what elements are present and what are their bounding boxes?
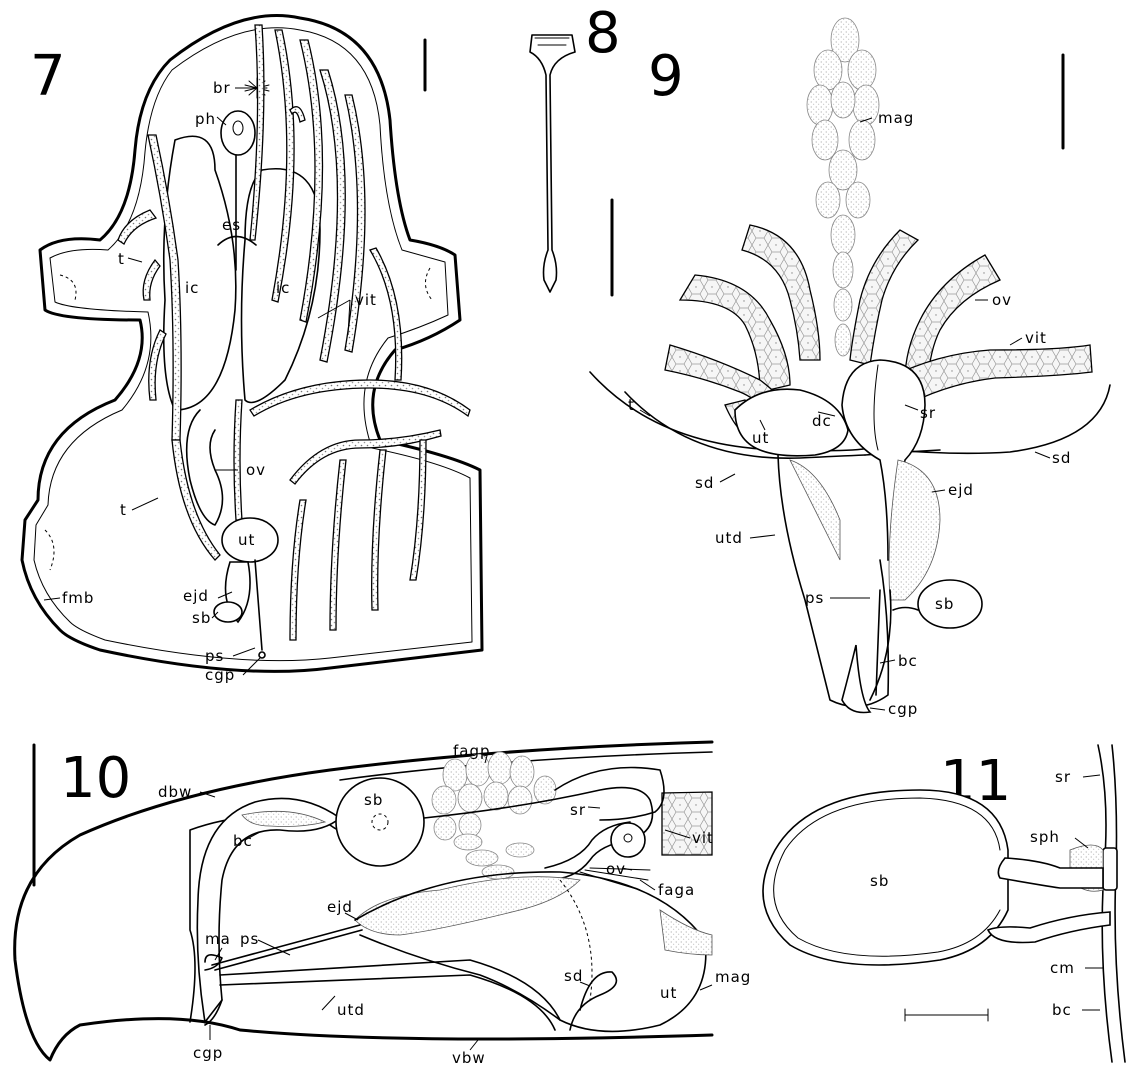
fig11-label-sr: sr (1055, 768, 1071, 786)
fig9-label-bc: bc (898, 652, 918, 670)
fig10-bursal-canal (197, 798, 340, 1022)
fig9-label-t: t (628, 396, 635, 414)
fig7-label-sb: sb (192, 609, 211, 627)
fig9-label-ejd: ejd (948, 481, 974, 499)
fig7-genital-pore (259, 652, 265, 658)
fig11-label-bc: bc (1052, 1001, 1072, 1019)
fig10-ovary (611, 823, 645, 857)
fig10-mag-ducts (660, 910, 712, 955)
fig10-uterine-duct-lower (220, 975, 555, 1030)
fig7-label-t-upper: t (118, 250, 125, 268)
fig9-label-ps: ps (805, 589, 824, 607)
fig9-label-cgp: cgp (888, 700, 918, 718)
fig7-label-br: br (213, 79, 231, 97)
fig10-label-sr: sr (570, 801, 586, 819)
figure-7: 7 (22, 16, 482, 684)
fig10-label-sb: sb (364, 791, 383, 809)
fig7-label-fmb: fmb (62, 589, 94, 607)
fig7-right-notch (425, 268, 432, 300)
figure-11: 11 sr sph sb cm bc (763, 745, 1125, 1062)
fig9-uterine-duct (778, 455, 888, 706)
fig7-ovary (234, 400, 242, 520)
fig7-pharynx (221, 111, 255, 155)
fig10-ejaculatory-duct (355, 877, 580, 935)
fig11-sphincter (1103, 848, 1117, 890)
figure-8-number: 8 (585, 1, 621, 66)
fig11-label-sph: sph (1030, 828, 1060, 846)
fig10-penis-stylet (212, 925, 360, 965)
fig9-label-ut: ut (752, 429, 769, 447)
fig7-label-ph: ph (195, 110, 216, 128)
fig11-canal-wall-left (1098, 745, 1112, 1062)
fig9-label-sb: sb (935, 595, 954, 613)
fig7-label-ic-left: ic (185, 279, 199, 297)
fig8-stylet (530, 35, 575, 292)
fig10-label-sd: sd (564, 967, 583, 985)
fig9-bursa-stalk (893, 608, 918, 611)
fig7-label-ut: ut (238, 531, 255, 549)
fig9-genital-atrium (842, 645, 870, 713)
fig9-label-sd-left: sd (695, 474, 714, 492)
fig11-label-sb: sb (870, 872, 889, 890)
fig9-label-dc: dc (812, 412, 832, 430)
figure-9-number: 9 (648, 44, 684, 109)
fig7-label-ov: ov (246, 461, 266, 479)
fig10-label-mag: mag (715, 968, 751, 986)
fig9-label-sd-right: sd (1052, 449, 1071, 467)
fig10-penis-stylet-edge (215, 930, 362, 970)
fig10-label-vit: vit (692, 829, 714, 847)
figure-10-number: 10 (60, 746, 131, 811)
fig11-label-cm: cm (1050, 959, 1075, 977)
fig11-bursal-duct-lower (988, 912, 1110, 943)
fig10-label-fagp: fagp (453, 742, 491, 760)
fig9-uterine-duct-glands (790, 460, 840, 560)
fig10-label-bc: bc (233, 832, 253, 850)
fig10-label-faga: faga (658, 881, 695, 899)
fig7-label-ejd: ejd (183, 587, 209, 605)
fig10-label-vbw: vbw (452, 1049, 486, 1067)
fig7-lower-notch (45, 530, 54, 570)
fig10-label-ut: ut (660, 984, 677, 1002)
figure-10: 10 (15, 742, 752, 1067)
fig7-left-notch (60, 275, 76, 300)
fig7-testes (118, 135, 220, 560)
fig7-label-t-lower: t (120, 501, 127, 519)
fig10-label-utd: utd (337, 1001, 365, 1019)
fig7-label-cgp: cgp (205, 666, 235, 684)
fig9-label-mag: mag (878, 109, 914, 127)
fig11-leader-lines (1075, 775, 1103, 1010)
fig9-label-utd: utd (715, 529, 743, 547)
fig7-label-vit: vit (355, 291, 377, 309)
fig9-ejaculatory-duct (889, 460, 940, 600)
figure-9: 9 (590, 18, 1110, 718)
fig7-label-es: es (222, 216, 241, 234)
figure-7-number: 7 (30, 44, 66, 109)
fig11-canal-wall-right (1112, 745, 1125, 1062)
figure-8: 8 (530, 1, 621, 295)
fig10-label-dbw: dbw (158, 783, 192, 801)
fig10-label-ejd: ejd (327, 898, 353, 916)
fig10-female-glands-posterior (432, 752, 556, 840)
fig9-label-ov: ov (992, 291, 1012, 309)
fig7-penis-stylet (255, 560, 262, 650)
fig9-label-sr: sr (920, 404, 936, 422)
fig10-label-ma: ma (205, 930, 231, 948)
fig7-seminal-bursa (214, 602, 242, 622)
fig10-label-ps: ps (240, 930, 259, 948)
fig7-label-ps: ps (205, 647, 224, 665)
fig7-label-ic-right: ic (276, 279, 290, 297)
fig9-label-vit: vit (1025, 329, 1047, 347)
fig10-label-ov: ov (606, 860, 626, 878)
fig10-label-cgp: cgp (193, 1044, 223, 1062)
fig8-stylet-collar (535, 38, 569, 45)
